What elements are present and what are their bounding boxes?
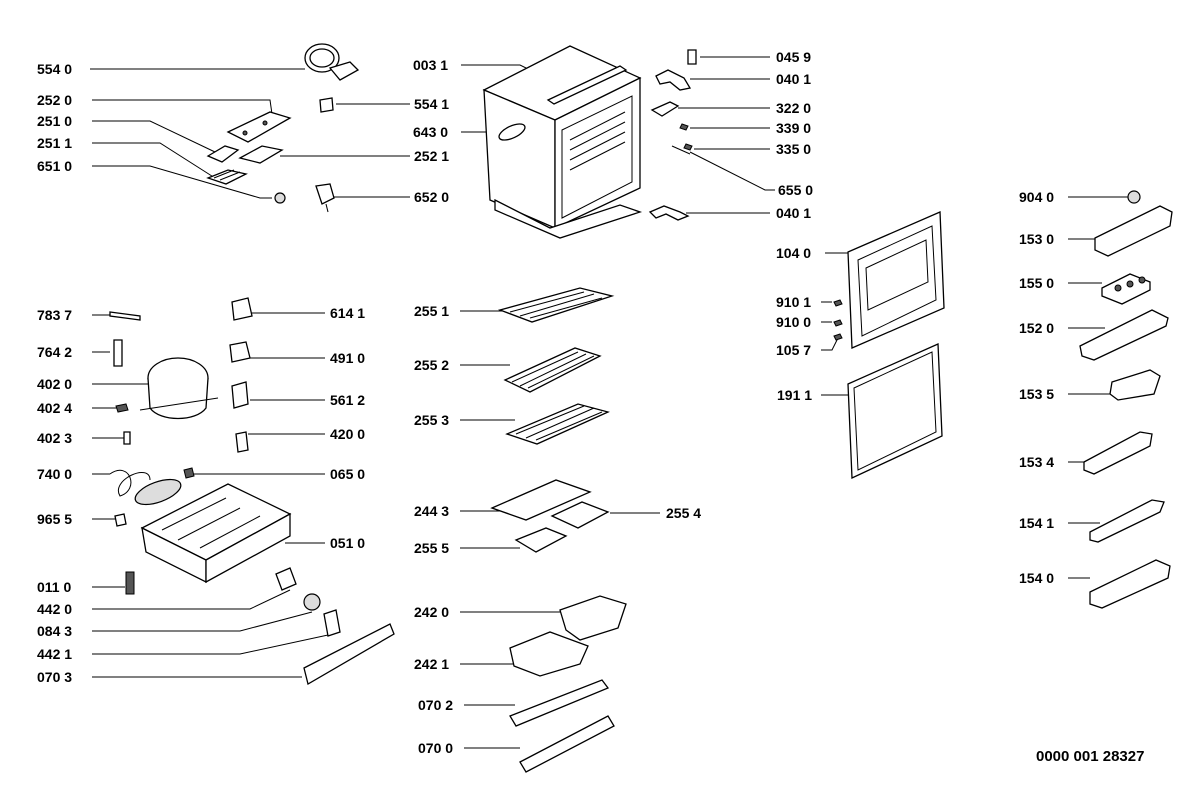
part-label-153-4: 153 4 — [1019, 454, 1055, 470]
part-label-910-0: 910 0 — [776, 314, 812, 330]
part-label-153-0: 153 0 — [1019, 231, 1055, 247]
part-label-003-1: 003 1 — [413, 57, 449, 73]
leader-lines — [90, 56, 1128, 749]
part-label-655-0: 655 0 — [778, 182, 814, 198]
part-label-561-2: 561 2 — [330, 392, 366, 408]
housing-part — [226, 111, 292, 143]
part-label-155-0: 155 0 — [1019, 275, 1055, 291]
part-label-904-0: 904 0 — [1019, 189, 1055, 205]
part-label-252-0: 252 0 — [37, 92, 73, 108]
compressor-part — [139, 357, 219, 420]
part-label-045-9: 045 9 — [776, 49, 812, 65]
part-label-554-0: 554 0 — [37, 61, 73, 77]
part-label-910-1: 910 1 — [776, 294, 812, 310]
part-label-764-2: 764 2 — [37, 344, 73, 360]
part-label-965-5: 965 5 — [37, 511, 73, 527]
part-label-154-0: 154 0 — [1019, 570, 1055, 586]
part-label-255-3: 255 3 — [414, 412, 450, 428]
part-label-740-0: 740 0 — [37, 466, 73, 482]
part-label-255-4: 255 4 — [666, 505, 702, 521]
part-label-251-1: 251 1 — [37, 135, 73, 151]
part-label-105-7: 105 7 — [776, 342, 812, 358]
part-label-251-0: 251 0 — [37, 113, 73, 129]
part-label-402-3: 402 3 — [37, 430, 73, 446]
part-label-402-4: 402 4 — [37, 400, 73, 416]
part-label-491-0: 491 0 — [330, 350, 366, 366]
part-label-040-1-top: 040 1 — [776, 71, 812, 87]
part-label-153-5: 153 5 — [1019, 386, 1055, 402]
part-label-051-0: 051 0 — [330, 535, 366, 551]
part-label-255-1: 255 1 — [414, 303, 450, 319]
part-label-554-1: 554 1 — [414, 96, 450, 112]
part-label-652-0: 652 0 — [414, 189, 450, 205]
part-label-070-0: 070 0 — [418, 740, 454, 756]
part-label-191-1: 191 1 — [777, 387, 813, 403]
part-label-255-5: 255 5 — [414, 540, 450, 556]
part-label-614-1: 614 1 — [330, 305, 366, 321]
part-label-242-0: 242 0 — [414, 604, 450, 620]
document-id: 0000 001 28327 — [1036, 748, 1145, 765]
part-label-070-3: 070 3 — [37, 669, 73, 685]
part-label-335-0: 335 0 — [776, 141, 812, 157]
base-tray-part — [140, 483, 292, 584]
part-label-070-2: 070 2 — [418, 697, 454, 713]
part-label-420-0: 420 0 — [330, 426, 366, 442]
parts-drawings — [109, 43, 1173, 773]
part-label-152-0: 152 0 — [1019, 320, 1055, 336]
part-label-339-0: 339 0 — [776, 120, 812, 136]
part-label-643-0: 643 0 — [413, 124, 449, 140]
part-label-244-3: 244 3 — [414, 503, 450, 519]
part-label-442-1: 442 1 — [37, 646, 73, 662]
gasket-part — [847, 343, 943, 480]
door-part — [833, 211, 945, 349]
fan-ring-part — [304, 43, 360, 81]
part-label-442-0: 442 0 — [37, 601, 73, 617]
part-label-104-0: 104 0 — [776, 245, 812, 261]
part-label-402-0: 402 0 — [37, 376, 73, 392]
part-label-084-3: 084 3 — [37, 623, 73, 639]
part-label-252-1: 252 1 — [414, 148, 450, 164]
part-label-242-1: 242 1 — [414, 656, 450, 672]
part-label-255-2: 255 2 — [414, 357, 450, 373]
part-label-154-1: 154 1 — [1019, 515, 1055, 531]
part-label-011-0: 011 0 — [37, 579, 72, 595]
part-label-783-7: 783 7 — [37, 307, 73, 323]
part-label-651-0: 651 0 — [37, 158, 73, 174]
part-label-065-0: 065 0 — [330, 466, 366, 482]
part-label-322-0: 322 0 — [776, 100, 812, 116]
part-label-040-1-bottom: 040 1 — [776, 205, 812, 221]
cabinet-part — [482, 45, 643, 239]
